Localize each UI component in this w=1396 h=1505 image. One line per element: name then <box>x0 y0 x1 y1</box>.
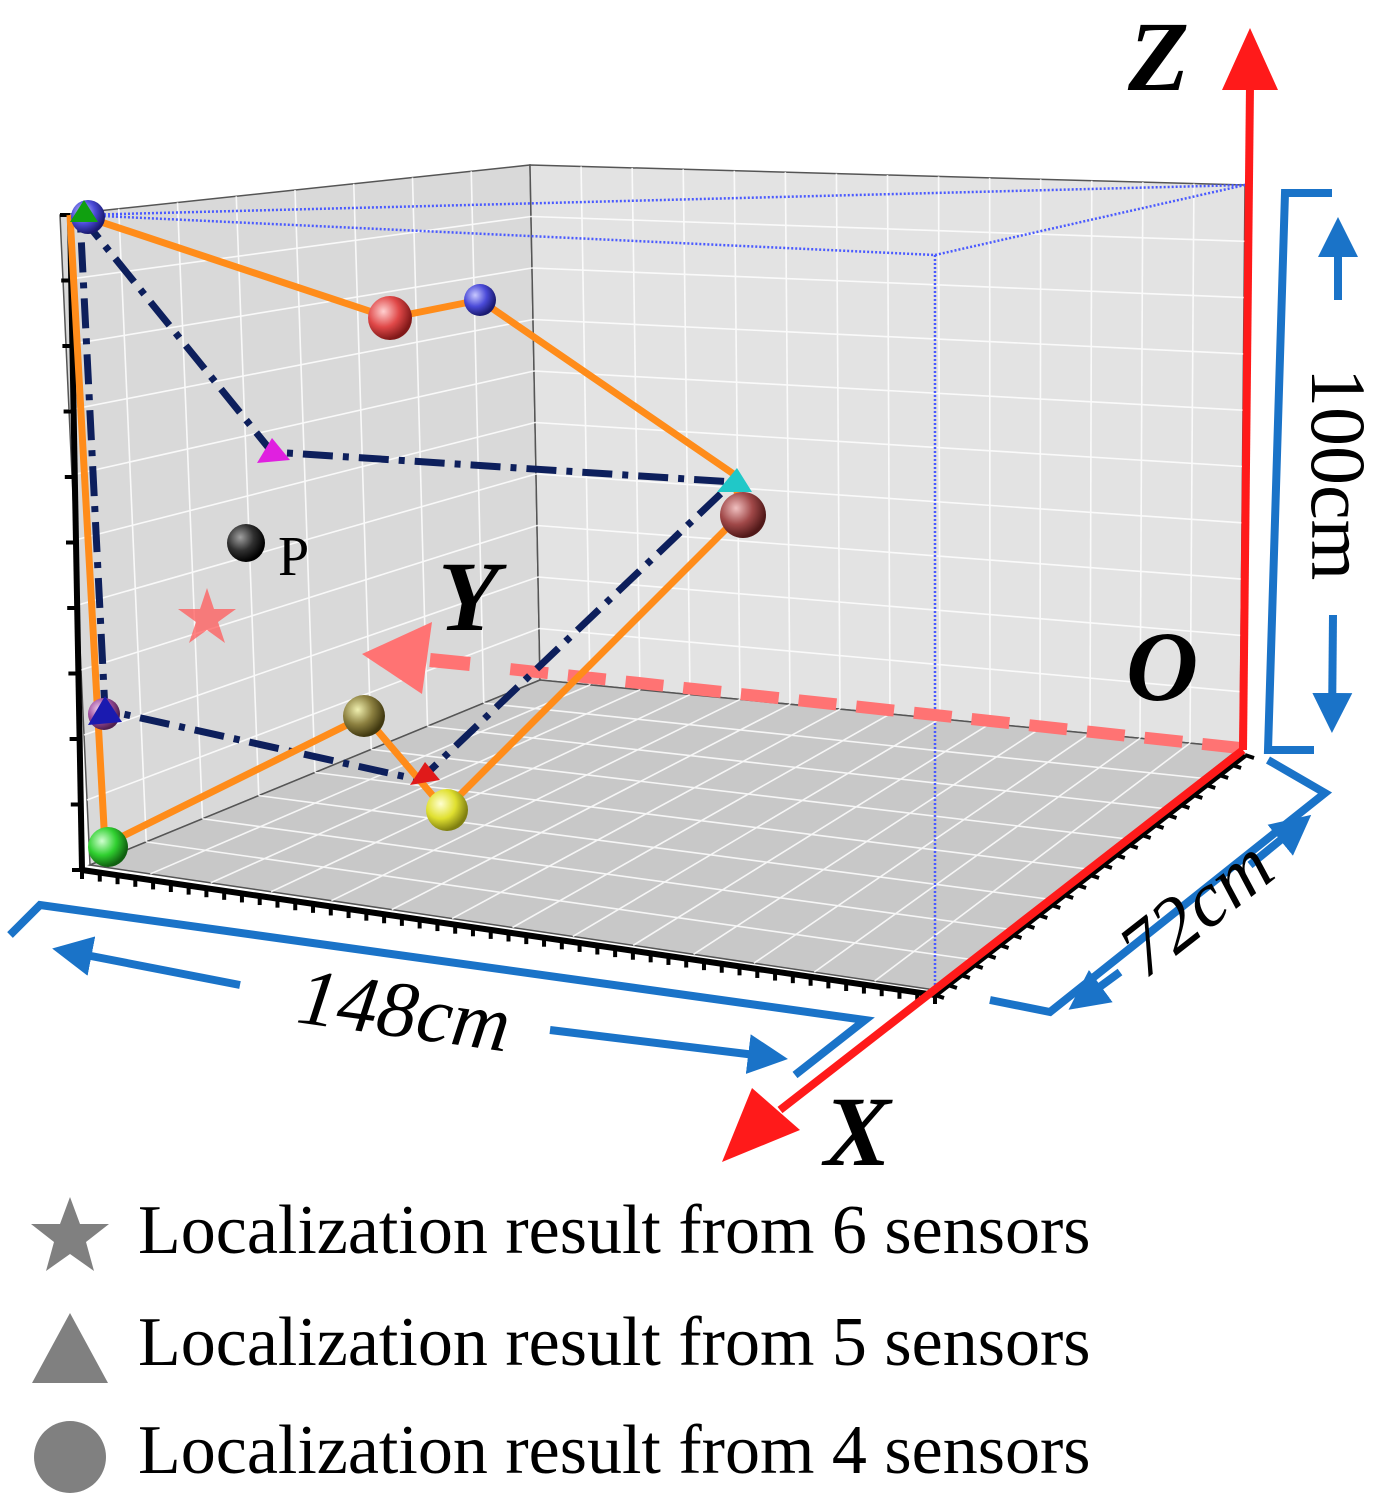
x-axis <box>722 746 1246 1162</box>
z-axis-label: Z <box>1127 1 1189 112</box>
circle-icon <box>34 1421 106 1493</box>
legend-label: Localization result from 5 sensors <box>138 1304 1091 1381</box>
triangle-marker <box>88 696 122 725</box>
height-dimension <box>1263 189 1358 754</box>
origin-label: O <box>1126 611 1198 722</box>
z-axis <box>1222 28 1278 751</box>
star-marker <box>178 588 236 643</box>
triangle-icon <box>32 1313 108 1383</box>
triangle-marker <box>717 468 752 492</box>
star-icon <box>31 1197 109 1271</box>
y-axis <box>362 622 1241 754</box>
front-frame <box>79 183 1246 990</box>
sphere-marker <box>464 284 496 316</box>
legend-item: Localization result from 4 sensors <box>20 1405 1380 1505</box>
triangle-marker <box>257 438 290 463</box>
sphere-marker <box>426 789 468 831</box>
point-p-label: P <box>278 526 309 588</box>
legend-item: Localization result from 6 sensors <box>20 1185 1380 1285</box>
legend-label: Localization result from 4 sensors <box>138 1412 1091 1489</box>
legend-label: Localization result from 6 sensors <box>138 1192 1091 1269</box>
triangle-marker <box>70 200 98 222</box>
sphere-marker <box>368 296 412 340</box>
legend: Localization result from 6 sensors Local… <box>20 1185 1380 1493</box>
x-axis-label: X <box>821 1076 893 1187</box>
length-dimension <box>7 900 875 1079</box>
width-dimension <box>989 756 1333 1017</box>
point-p-marker <box>227 524 265 562</box>
markers: P <box>70 200 766 867</box>
height-label: 100cm <box>1295 368 1382 580</box>
sphere-marker <box>88 827 128 867</box>
tick-marks <box>60 213 1255 1004</box>
y-axis-label: Y <box>438 541 507 652</box>
sphere-marker <box>720 492 766 538</box>
room-box <box>59 164 1246 991</box>
sphere-marker <box>343 695 385 737</box>
triangle-marker <box>410 762 440 785</box>
legend-item: Localization result from 5 sensors <box>20 1297 1380 1397</box>
